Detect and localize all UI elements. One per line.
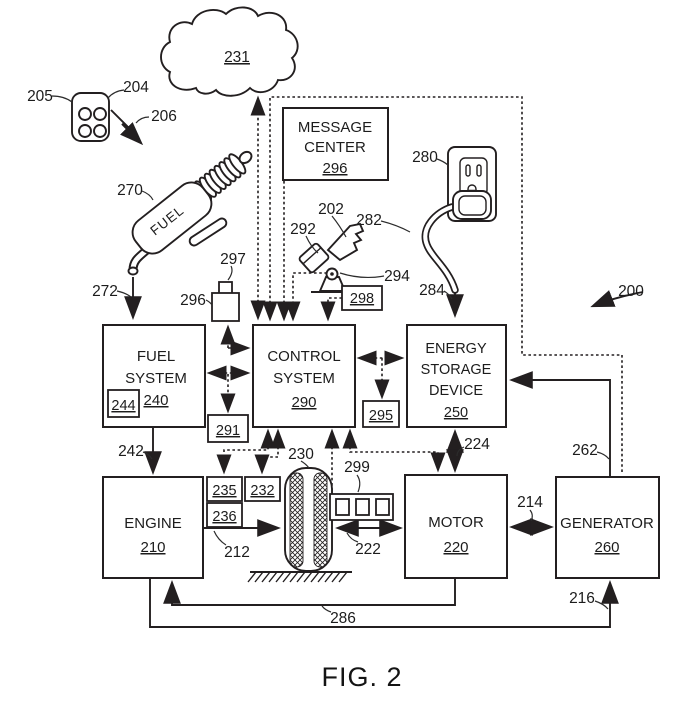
box-236: 236 [206,502,243,528]
engine-title: ENGINE [124,515,182,532]
ref-label-200: 200 [618,283,644,300]
key-fob-icon [71,92,110,142]
ref-label-204: 204 [123,79,149,96]
leader-lines [51,89,644,613]
energy-storage-title-1: ENERGY [425,341,487,357]
ref-label-206: 206 [151,108,177,125]
figure-caption: FIG. 2 [321,662,402,692]
reference-labels: 205 204 206 270 272 297 296 202 292 294 … [27,79,644,627]
ref-label-270: 270 [117,182,143,199]
ref-label-296-box: 296 [322,160,347,177]
ref-label-290: 290 [291,394,316,411]
ref-label-284: 284 [419,282,445,299]
link-216-engine-generator [149,578,619,628]
ref-label-224: 224 [464,436,490,453]
ground-symbol [247,571,352,583]
ref-label-216: 216 [569,590,595,607]
link-key-control [285,272,327,322]
ref-label-294: 294 [384,268,410,285]
fuel-gauge-box [107,389,140,418]
link-262-generator-esd [509,371,611,477]
ref-label-244: 244 [111,398,135,414]
box-232: 232 [244,476,281,502]
ref-label-295: 295 [369,408,393,424]
ref-label-214: 214 [517,494,543,511]
ref-label-272: 272 [92,283,118,300]
ref-label-242: 242 [118,443,144,460]
generator-title: GENERATOR [560,515,654,532]
box-235: 235 [206,476,243,502]
energy-storage-box: ENERGY STORAGE DEVICE 250 [406,324,507,428]
link-control-235 [216,428,276,475]
link-286-motor-engine [163,578,456,606]
wireless-signal-icon [110,109,144,146]
ref-label-230: 230 [288,446,314,463]
ref-label-280: 280 [412,149,438,166]
fuel-system-box: FUEL SYSTEM 240 244 [102,324,206,428]
dashed-links [206,95,623,493]
ref-label-240: 240 [143,392,168,409]
ref-label-210: 210 [140,539,165,556]
ref-label-286: 286 [330,610,356,627]
control-system-title-1: CONTROL [267,348,340,365]
ref-label-236: 236 [212,509,236,525]
cloud-network-icon: 231 [160,6,299,97]
ref-label-297: 297 [220,251,246,268]
gear-unit-icon [329,493,394,521]
solid-links [124,277,619,628]
power-plug-cable-icon [421,190,492,294]
motor-box: MOTOR 220 [404,474,508,579]
ref-label-291: 291 [216,423,240,439]
ref-label-232: 232 [250,483,274,499]
fuel-nozzle-icon: FUEL [127,150,253,276]
control-system-title-2: SYSTEM [273,370,335,387]
energy-storage-title-2: STORAGE [421,362,492,378]
message-center-title-2: CENTER [304,139,366,156]
wheel-icon [284,467,333,572]
message-center-box: MESSAGE CENTER 296 [282,107,389,181]
link-control-motor [342,428,446,473]
ref-label-298: 298 [350,291,374,307]
box-298: 298 [341,285,383,311]
ref-label-296-sensor: 296 [180,292,206,309]
box-295: 295 [362,400,400,428]
ref-label-205: 205 [27,88,53,105]
ref-label-250: 250 [444,405,468,421]
ref-label-220: 220 [443,539,468,556]
message-center-title-1: MESSAGE [298,119,372,136]
ref-label-222: 222 [355,541,381,558]
generator-box: GENERATOR 260 [555,476,660,579]
ref-label-202: 202 [318,201,344,218]
ref-label-292: 292 [290,221,316,238]
ref-label-260: 260 [594,539,619,556]
motor-title: MOTOR [428,514,484,531]
ref-label-299: 299 [344,459,370,476]
system-200-arrow [590,290,644,308]
link-298-control [320,297,342,322]
engine-box: ENGINE 210 [102,476,204,579]
control-system-box: CONTROL SYSTEM 290 [252,324,356,428]
fuel-system-title-2: SYSTEM [125,370,187,387]
ref-label-235: 235 [212,483,236,499]
fuel-system-title-1: FUEL [137,348,175,365]
box-291: 291 [207,414,249,443]
ref-label-282: 282 [356,212,382,229]
ref-label-231: 231 [224,49,250,66]
link-control-232 [254,428,286,475]
ref-label-212: 212 [224,544,250,561]
sensor-icon [211,281,240,322]
ref-label-262: 262 [572,442,598,459]
energy-storage-title-3: DEVICE [429,383,483,399]
ignition-key-icon [298,222,365,293]
